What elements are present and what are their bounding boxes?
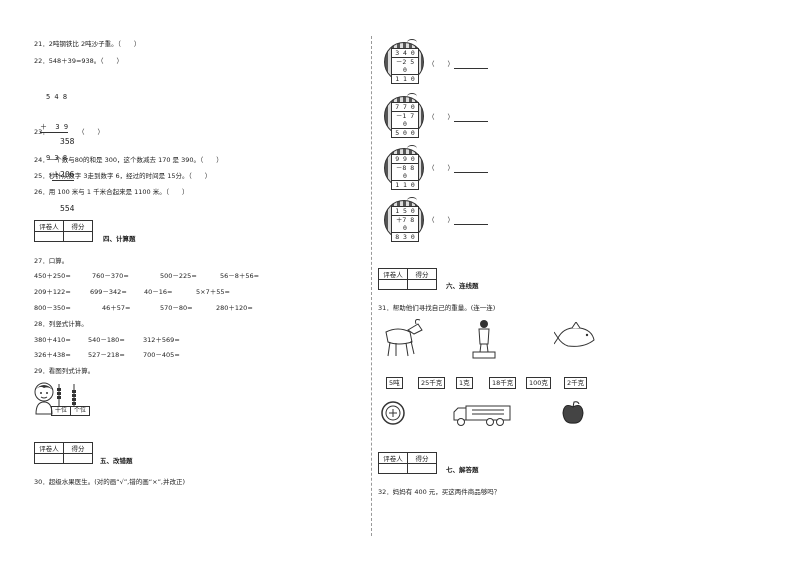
reviewer-label: 评卷人 xyxy=(34,220,64,232)
melon-answer: （ ） xyxy=(428,216,488,225)
question-30: 30．超级水果医生。(对的画“√”,错的画“×”,并改正) xyxy=(34,478,186,486)
melon-answer: （ ） xyxy=(428,60,488,69)
oral-item: 450＋250= xyxy=(34,272,71,280)
question-22: 22．548＋39=938。（ ） xyxy=(34,57,124,65)
oral-item: 800－350= xyxy=(34,304,71,312)
melon-calc: 7 7 0 －1 7 0 5 0 0 xyxy=(391,102,419,138)
grader-table-5: 评卷人得分 xyxy=(34,442,93,464)
score-cell[interactable] xyxy=(407,279,437,290)
vertical-calc-22: 5 4 8 ＋ 3 9 9 3 8 xyxy=(40,72,69,173)
question-27: 27．口算。 xyxy=(34,257,69,265)
oral-item: 56－8＋56= xyxy=(220,272,260,280)
reviewer-cell[interactable] xyxy=(34,453,64,464)
abacus-icon xyxy=(57,384,76,406)
score-cell[interactable] xyxy=(407,463,437,474)
answer-blank[interactable] xyxy=(454,172,488,173)
truck-icon xyxy=(453,405,511,426)
unit-box[interactable]: 2千克 xyxy=(564,377,588,389)
answer-blank[interactable] xyxy=(454,68,488,69)
unit-box[interactable]: 25千克 xyxy=(418,377,446,389)
section-5-title: 五、改错题 xyxy=(100,457,133,465)
oral-item: 46＋57= xyxy=(102,304,131,312)
section-7-title: 七、解答题 xyxy=(446,466,479,474)
question-23-label: 23． xyxy=(34,128,49,136)
goat-icon xyxy=(385,319,423,357)
ones-label: 个位 xyxy=(73,407,86,414)
vertical-item: 380＋410= xyxy=(34,336,71,344)
dolphin-icon xyxy=(554,322,595,347)
question-26: 26．用 100 米与 1 千米合起来是 1100 米。（ ） xyxy=(34,188,189,196)
unit-box[interactable]: 18千克 xyxy=(489,377,517,389)
reviewer-label: 评卷人 xyxy=(378,268,408,280)
score-label: 得分 xyxy=(407,268,437,280)
reviewer-label: 评卷人 xyxy=(378,452,408,464)
apple-icon xyxy=(562,401,584,424)
section-6-title: 六、连线题 xyxy=(446,282,479,290)
score-cell[interactable] xyxy=(63,453,93,464)
vertical-calc-23: 358 ＋206 554 xyxy=(52,137,75,213)
melon-calc: 1 5 0 ＋7 8 0 8 3 0 xyxy=(391,206,419,242)
oral-item: 570－80= xyxy=(160,304,193,312)
score-label: 得分 xyxy=(407,452,437,464)
score-cell[interactable] xyxy=(63,231,93,242)
watermelon-icon: 7 7 0 －1 7 0 5 0 0 xyxy=(384,93,424,138)
answer-blank[interactable] xyxy=(454,121,488,122)
vertical-calc-row: 9 3 8 xyxy=(46,154,68,162)
grader-table-7: 评卷人得分 xyxy=(378,452,437,474)
unit-box[interactable]: 1克 xyxy=(456,377,473,389)
child-icon xyxy=(34,382,54,415)
unit-box[interactable]: 100克 xyxy=(526,377,551,389)
question-28: 28．列竖式计算。 xyxy=(34,320,88,328)
column-divider xyxy=(371,36,372,536)
vertical-calc-row: ＋ 3 9 xyxy=(40,123,69,133)
melon-answer: （ ） xyxy=(428,164,488,173)
question-23-paren: （ ） xyxy=(78,128,104,136)
coin-icon xyxy=(381,401,405,425)
vertical-item: 527－218= xyxy=(88,351,125,359)
oral-item: 280＋120= xyxy=(216,304,253,312)
oral-item: 500－225= xyxy=(160,272,197,280)
oral-item: 5×7＋55= xyxy=(196,288,230,296)
vertical-item: 540－180= xyxy=(88,336,125,344)
melon-calc: 9 9 0 －8 8 0 1 1 0 xyxy=(391,154,419,190)
grader-table-4: 评卷人得分 xyxy=(34,220,93,242)
melon-calc: 3 4 0 －2 5 0 1 1 0 xyxy=(391,48,419,84)
watermelon-icon: 9 9 0 －8 8 0 1 1 0 xyxy=(384,145,424,190)
reviewer-cell[interactable] xyxy=(378,463,408,474)
reviewer-cell[interactable] xyxy=(34,231,64,242)
tens-label: 十位 xyxy=(52,407,71,415)
oral-item: 699－342= xyxy=(90,288,127,296)
score-label: 得分 xyxy=(63,220,93,232)
score-label: 得分 xyxy=(63,442,93,454)
vertical-item: 312＋569= xyxy=(143,336,180,344)
watermelon-icon: 1 5 0 ＋7 8 0 8 3 0 xyxy=(384,197,424,242)
child-abacus-illustration xyxy=(34,382,76,415)
unit-box[interactable]: 5吨 xyxy=(386,377,403,389)
question-31: 31．帮助他们寻找自己的重量。(连一连) xyxy=(378,304,496,312)
oral-item: 209＋122= xyxy=(34,288,71,296)
melon-answer: （ ） xyxy=(428,113,488,122)
question-25: 25．秒针从数字 3走到数字 6，经过的时间是 15分。（ ） xyxy=(34,172,212,180)
reviewer-label: 评卷人 xyxy=(34,442,64,454)
watermelon-icon: 3 4 0 －2 5 0 1 1 0 xyxy=(384,39,424,84)
vertical-calc-row: 5 4 8 xyxy=(46,93,68,101)
answer-blank[interactable] xyxy=(454,224,488,225)
reviewer-cell[interactable] xyxy=(378,279,408,290)
question-24: 24．一个数与80的和是 300，这个数减去 170 是 390。（ ） xyxy=(34,156,223,164)
section-4-title: 四、计算题 xyxy=(103,235,136,243)
question-32: 32．妈妈有 400 元，买这两件商品够吗？ xyxy=(378,488,501,496)
question-21: 21．2吨钢铁比 2吨沙子重。（ ） xyxy=(34,40,141,48)
grader-table-6: 评卷人得分 xyxy=(378,268,437,290)
vertical-item: 700－405= xyxy=(143,351,180,359)
abacus-place-labels: 十位个位 xyxy=(51,406,90,416)
oral-item: 760－370= xyxy=(92,272,129,280)
child-on-scale-icon xyxy=(472,320,496,359)
vertical-item: 326＋438= xyxy=(34,351,71,359)
question-29: 29．看图列式计算。 xyxy=(34,367,95,375)
oral-item: 40－16= xyxy=(144,288,173,296)
